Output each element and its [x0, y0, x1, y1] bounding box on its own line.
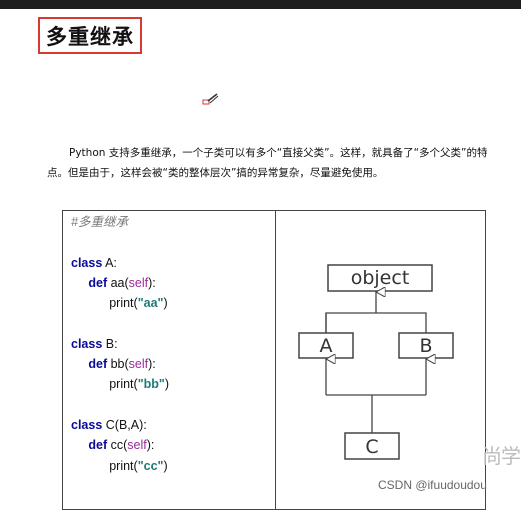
pen-icon: [202, 93, 219, 105]
page-title: 多重继承: [46, 24, 134, 49]
class-c-label: C: [365, 436, 378, 458]
table-divider: [275, 210, 276, 510]
string-literal: "cc": [137, 458, 164, 473]
code-comment: #多重继承: [71, 215, 128, 229]
inheritance-diagram: object A B C: [298, 264, 454, 460]
self-param: self: [127, 438, 147, 453]
print-open: print(: [109, 377, 138, 392]
def-keyword: def: [88, 275, 108, 290]
object-label: object: [351, 267, 410, 289]
print-close: ): [163, 296, 168, 311]
class-head: C(B,A):: [102, 417, 147, 432]
func-close: ):: [146, 438, 155, 453]
def-keyword: def: [88, 357, 108, 372]
class-keyword: class: [71, 255, 103, 270]
print-open: print(: [109, 296, 138, 311]
func-close: ):: [148, 275, 156, 290]
class-keyword: class: [71, 336, 103, 351]
intro-paragraph: Python 支持多重继承，一个子类可以有多个“直接父类”。这样，就具备了“多个…: [47, 143, 505, 183]
func-close: ):: [148, 357, 156, 372]
class-head: B:: [102, 336, 118, 351]
func-name: cc(: [107, 438, 128, 453]
code-block: #多重继承 class A: def aa(self): print("aa")…: [71, 212, 271, 476]
top-bar: [0, 0, 521, 9]
func-name: aa(: [107, 275, 129, 290]
class-keyword: class: [71, 417, 103, 432]
self-param: self: [128, 275, 149, 290]
c-to-ab-connector: [326, 394, 426, 433]
side-watermark: 尚学: [482, 444, 521, 468]
class-head: A:: [102, 255, 117, 270]
print-close: ): [164, 377, 169, 392]
print-close: ): [163, 458, 168, 473]
string-literal: "bb": [137, 377, 165, 392]
func-name: bb(: [107, 357, 129, 372]
intro-text: Python 支持多重继承，一个子类可以有多个“直接父类”。这样，就具备了“多个…: [47, 147, 488, 179]
title-box: 多重继承: [38, 17, 142, 54]
def-keyword: def: [88, 438, 108, 453]
csdn-watermark: CSDN @ifuudoudou: [378, 478, 487, 492]
string-literal: "aa": [137, 296, 164, 311]
ab-to-object-connector: [325, 292, 427, 333]
print-open: print(: [109, 458, 138, 473]
self-param: self: [128, 357, 149, 372]
class-a-label: A: [320, 335, 333, 357]
class-b-label: B: [419, 335, 432, 357]
